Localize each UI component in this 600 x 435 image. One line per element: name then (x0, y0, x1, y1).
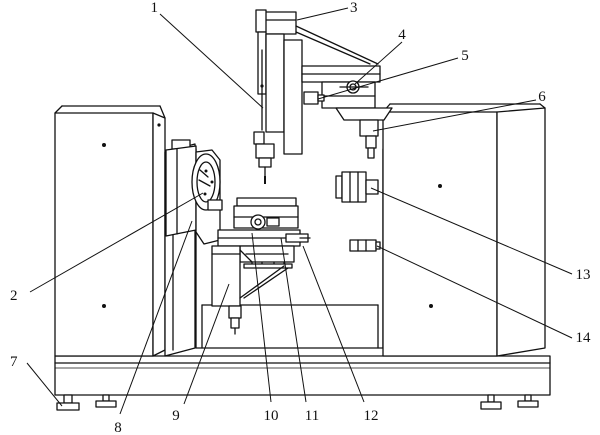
reference-numeral: 9 (172, 408, 180, 424)
foot-left-rear (95, 394, 117, 408)
callout-11: 11 (280, 237, 319, 424)
callout-14: 14 (376, 245, 592, 346)
leader-line (302, 245, 365, 403)
spindle-head (253, 9, 303, 184)
reference-numeral: 14 (576, 330, 592, 346)
reference-numeral: 3 (350, 0, 358, 16)
callout-9: 9 (172, 283, 230, 424)
callout-12: 12 (302, 245, 379, 424)
leader-line (370, 187, 573, 275)
reference-numeral: 5 (461, 48, 469, 64)
lower-support (211, 245, 289, 335)
callout-7: 7 (10, 354, 63, 407)
reference-numeral: 12 (364, 408, 379, 424)
foot-left (56, 394, 80, 411)
callout-5: 5 (317, 48, 469, 100)
reference-numeral: 2 (10, 288, 18, 304)
leader-line (159, 13, 264, 109)
leader-line (183, 283, 230, 405)
right-cabinet (382, 103, 546, 357)
reference-numeral: 10 (264, 408, 279, 424)
leader-line (296, 7, 349, 21)
leader-line (119, 220, 193, 415)
reference-numeral: 7 (10, 354, 18, 370)
callout-6: 6 (372, 89, 546, 132)
foot-right (517, 394, 539, 408)
base-frame (54, 355, 551, 396)
leveling-feet (56, 394, 539, 411)
leader-line (354, 41, 403, 85)
leader-line (317, 57, 459, 100)
reference-numeral: 6 (538, 89, 546, 105)
reference-numeral: 13 (576, 267, 591, 283)
leader-line (26, 362, 63, 407)
callout-8: 8 (114, 220, 193, 435)
callout-4: 4 (354, 27, 406, 85)
cross-arm (295, 25, 393, 159)
callout-13: 13 (370, 187, 591, 283)
reference-numeral: 11 (305, 408, 319, 424)
reference-numeral: 1 (151, 0, 159, 16)
leader-line (29, 192, 204, 293)
sensor (349, 239, 381, 252)
callout-3: 3 (296, 0, 358, 21)
left-cabinet (54, 105, 166, 357)
leader-line (280, 237, 307, 403)
foot-right-rear (480, 394, 502, 410)
reference-numeral: 4 (398, 27, 406, 43)
leader-line (372, 99, 537, 132)
callout-10: 10 (251, 232, 279, 424)
rotary-chuck (165, 139, 223, 245)
leader-line (376, 245, 573, 339)
callout-1: 1 (151, 0, 264, 109)
callout-2: 2 (10, 192, 204, 304)
leader-line (251, 232, 272, 403)
reference-numeral: 8 (114, 420, 122, 435)
camera (335, 171, 379, 203)
